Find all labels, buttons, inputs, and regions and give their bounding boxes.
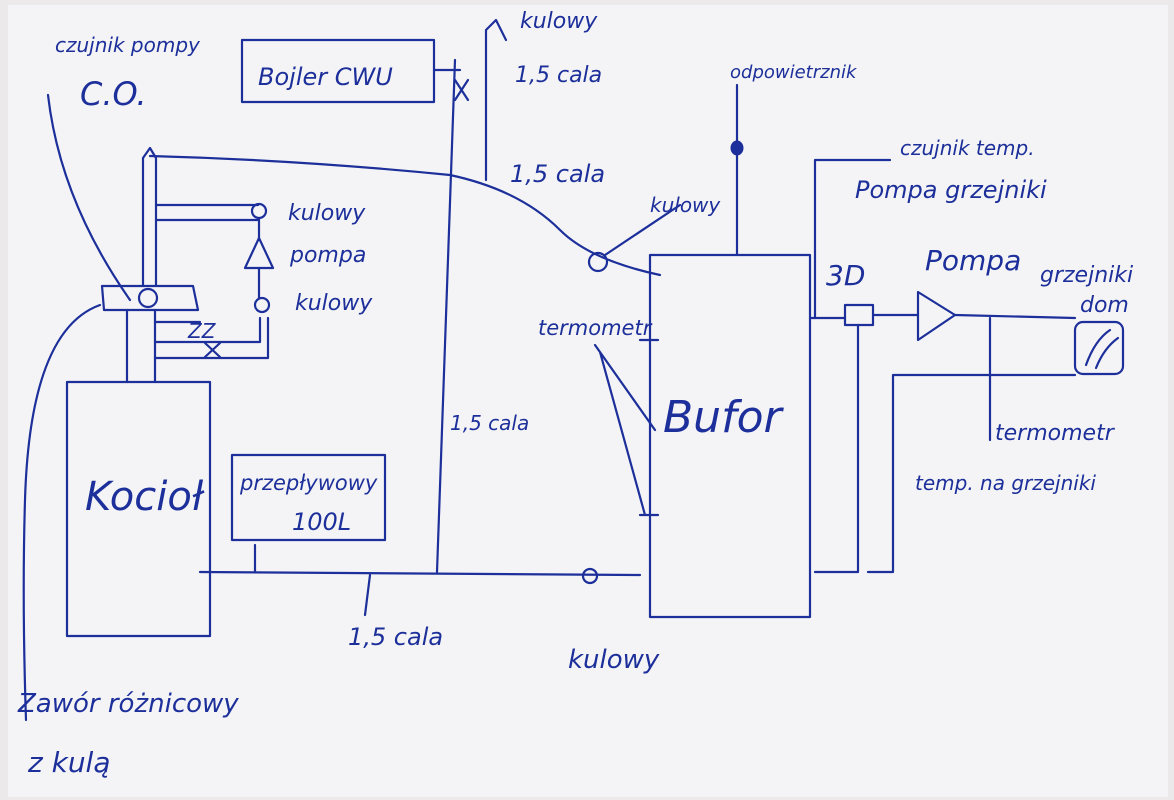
label-kulowy-bufor: kulowy xyxy=(650,193,721,217)
radiator-return xyxy=(866,373,1077,574)
zz-pipes xyxy=(153,316,270,360)
label-temp-na-grzejniki: temp. na grzejniki xyxy=(915,471,1096,495)
label-100l: 100L xyxy=(292,508,351,536)
vertical-pipe xyxy=(435,58,457,574)
label-cala-mid: 1,5 cala xyxy=(510,160,605,188)
paper xyxy=(8,5,1168,797)
kulowy-bufor-leader xyxy=(603,203,682,257)
label-zawor-roznicowy: Zawór różnicowy xyxy=(17,689,239,719)
czujnik-line xyxy=(46,93,132,302)
kulowy-bottom-valve-icon xyxy=(581,567,599,585)
boiler-top-housing xyxy=(100,284,200,312)
label-bojler-cwu: Bojler CWU xyxy=(258,63,393,91)
czujnik-temp-lead xyxy=(813,158,892,320)
grzejnik-radiator-icon xyxy=(1073,320,1125,376)
label-przeplywowy: przepływowy xyxy=(239,471,378,495)
label-co: C.O. xyxy=(80,75,147,113)
label-bufor: Bufor xyxy=(663,392,784,443)
label-czujnik-temp: czujnik temp. xyxy=(900,136,1035,160)
label-kulowy-top: kulowy xyxy=(520,9,598,34)
label-zz: ZZ xyxy=(187,319,217,343)
supply-pipe xyxy=(148,154,662,277)
return-pipe xyxy=(198,570,642,577)
label-kulowy-left-top: kulowy xyxy=(288,201,366,226)
odpowietrznik-icon xyxy=(730,140,744,156)
pump-to-radiator xyxy=(953,313,1077,320)
pump-branch-pipes xyxy=(154,203,260,222)
label-cala-bottom: 1,5 cala xyxy=(348,623,443,651)
bojler-cross xyxy=(453,78,470,102)
bojler-return-pipe xyxy=(484,18,508,182)
gauge-icon xyxy=(137,287,159,309)
przeplywowy-tank xyxy=(230,453,387,542)
three-d-return xyxy=(813,323,860,574)
label-termometr-left: termometr xyxy=(538,316,653,340)
bufor-box xyxy=(648,253,812,619)
zawor-line xyxy=(22,303,102,722)
label-pompa-right: Pompa xyxy=(925,244,1021,277)
radiator-waves xyxy=(1084,328,1120,370)
label-termometr-right: termometr xyxy=(995,421,1116,446)
zz-cross-valve xyxy=(203,341,222,359)
label-dom: dom xyxy=(1080,293,1129,318)
kulowy-bufor-valve-icon xyxy=(587,251,609,273)
label-z-kula: z kulą xyxy=(27,746,111,779)
label-czujnik-pompy: czujnik pompy xyxy=(55,33,201,57)
label-grzejniki: grzejniki xyxy=(1040,263,1133,288)
label-pompa-grzejniki: Pompa grzejniki xyxy=(855,176,1047,204)
bufor-thermo-ports xyxy=(638,338,660,517)
label-kulowy-left-bottom: kulowy xyxy=(295,291,373,316)
kulowy-valve-bottom-icon xyxy=(253,296,271,314)
chimney xyxy=(141,146,158,287)
cala-bottom-leader xyxy=(363,573,372,617)
label-kociol: Kocioł xyxy=(85,474,205,520)
termometr-leaders xyxy=(593,343,657,517)
label-cala-vertical: 1,5 cala xyxy=(450,411,529,435)
kociol-box xyxy=(65,380,212,638)
label-cala-top: 1,5 cala xyxy=(515,63,602,88)
label-pompa-left: pompa xyxy=(289,243,366,268)
pompa-grzejniki-icon xyxy=(916,290,957,342)
label-odpowietrznik: odpowietrznik xyxy=(730,62,858,83)
label-3d: 3D xyxy=(826,259,865,292)
label-kulowy-bottom: kulowy xyxy=(568,645,660,675)
